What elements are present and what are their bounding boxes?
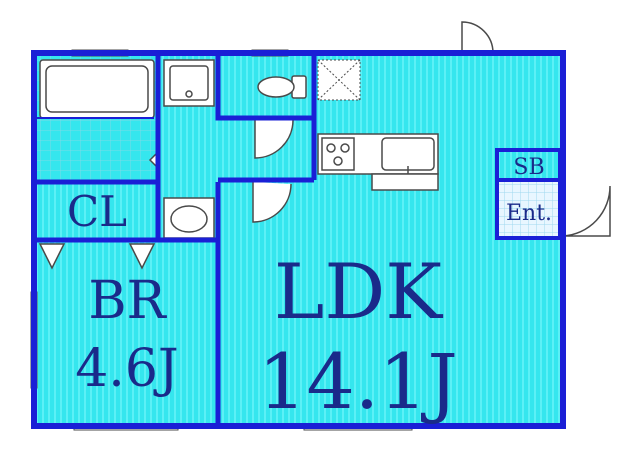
shoe-box-label: SB <box>513 155 544 180</box>
skylight-box <box>317 59 361 101</box>
drain-icon <box>185 90 193 98</box>
bedroom-label: BR <box>88 271 167 331</box>
ldk-door <box>252 182 292 223</box>
bathtub-inner <box>45 65 149 113</box>
washing-machine <box>163 59 215 107</box>
bathtub <box>39 59 155 119</box>
bedroom-size: 4.6J <box>75 339 179 399</box>
bedroom-floor <box>37 240 218 426</box>
closet-door-right <box>128 243 156 270</box>
walls <box>31 50 566 429</box>
front-door <box>562 185 611 237</box>
ldk-label: LDK <box>274 247 443 336</box>
closet-door-left <box>38 243 66 270</box>
toilet <box>257 75 307 99</box>
kitchen-counter <box>317 133 439 191</box>
ldk-size: 14.1J <box>258 337 458 426</box>
closet-floor <box>37 182 158 240</box>
balcony-door <box>461 21 494 54</box>
doors <box>38 21 611 270</box>
shoe-box-floor <box>497 150 560 180</box>
exterior-wall <box>31 50 566 429</box>
kitchen-extension <box>371 173 439 191</box>
entrance-floor <box>497 180 560 236</box>
washbasin <box>163 197 215 239</box>
closet-label: CL <box>67 187 127 236</box>
toilet-door <box>254 119 294 159</box>
bathroom <box>39 59 159 170</box>
entrance-label: Ent. <box>506 201 552 226</box>
